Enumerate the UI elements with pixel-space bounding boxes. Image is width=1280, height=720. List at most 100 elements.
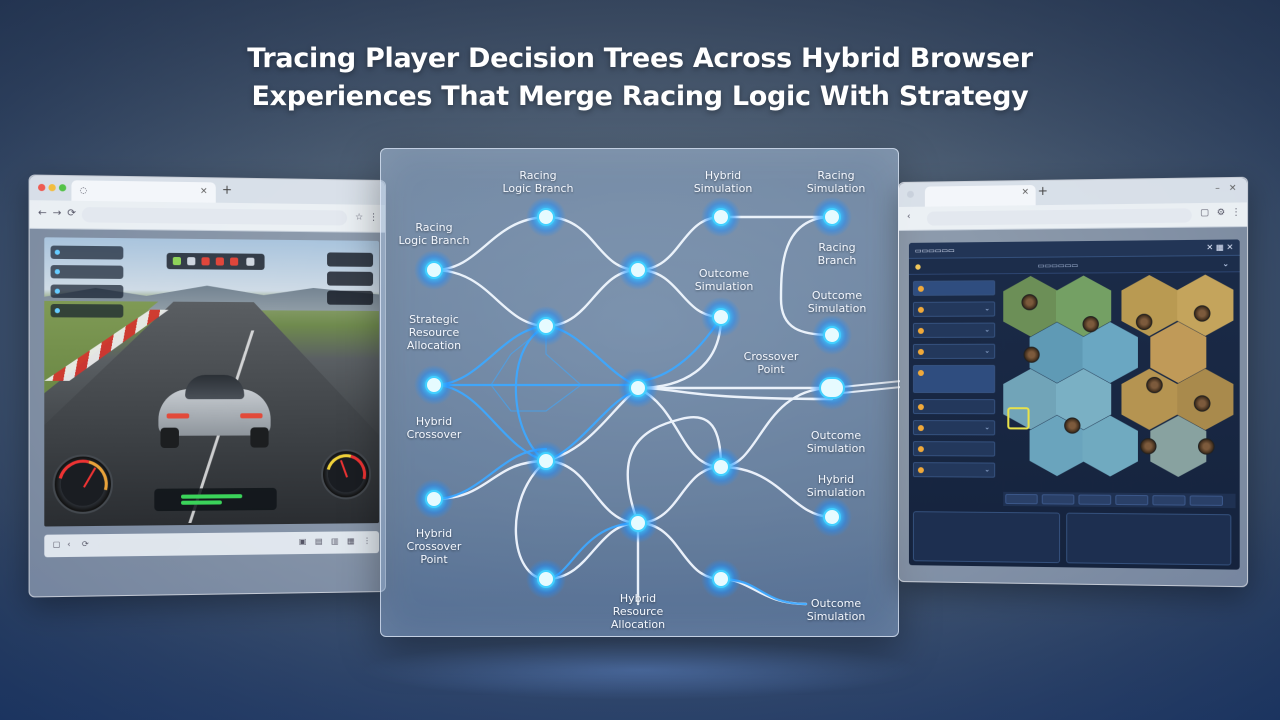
hud-tool-icon[interactable] [230,257,239,266]
tree-node[interactable] [414,365,454,405]
forward-icon[interactable]: → [52,207,62,220]
tree-node[interactable] [414,250,454,290]
back-icon[interactable]: ‹ [906,211,911,222]
tree-node[interactable] [812,197,852,237]
unit-token[interactable] [1021,294,1038,311]
close-window-icon[interactable]: × [1228,183,1237,194]
tree-node[interactable] [701,447,741,487]
browser-tab[interactable] [924,184,1036,207]
action-slot[interactable] [1041,494,1075,505]
action-slot[interactable] [1005,493,1038,505]
hud-side-item[interactable] [327,252,374,267]
selection-cursor[interactable] [1007,407,1030,430]
tree-node[interactable] [618,503,658,543]
new-tab-icon[interactable]: + [1037,183,1048,199]
new-tab-icon[interactable]: + [221,182,233,197]
tank-unit[interactable] [1064,417,1081,434]
action-slot[interactable] [1115,494,1149,506]
close-tab-icon[interactable]: × [199,186,208,197]
hud-tool-icon[interactable] [215,257,224,266]
unit-token[interactable] [1023,346,1040,363]
hud-side-item[interactable] [327,290,374,305]
tree-node[interactable] [701,297,741,337]
bookmark-icon[interactable]: ☆ [355,212,364,223]
tank-unit[interactable] [1193,305,1211,322]
hud-side-item[interactable] [327,271,374,286]
unit-token[interactable] [1140,437,1157,455]
hud-menu-item[interactable] [50,303,124,318]
hex-battle-map[interactable] [1003,274,1235,489]
tree-node[interactable] [701,559,741,599]
grid-icon[interactable]: ▦ [1215,242,1224,252]
chevron-down-icon[interactable]: ⌄ [1222,259,1230,269]
tree-node[interactable] [526,197,566,237]
decision-card[interactable] [1066,512,1232,566]
hud-menu-item[interactable] [50,245,124,260]
hud-tool-icon[interactable] [187,257,196,266]
menu-icon[interactable]: ⋮ [369,212,379,223]
command-item[interactable]: ⌄ [912,301,996,317]
decision-cards [912,511,1236,566]
tab-icon[interactable]: ▢ [52,539,61,549]
tree-node[interactable] [618,250,658,290]
menu-icon[interactable]: ⋮ [363,536,372,546]
command-item[interactable]: ⌄ [912,420,996,436]
browser-tab[interactable]: ◌ × [71,180,216,203]
decision-card[interactable] [912,511,1061,564]
tank-unit[interactable] [1193,395,1211,412]
command-item[interactable] [912,280,996,296]
url-field[interactable] [81,207,348,226]
command-item-selected[interactable] [912,364,996,394]
maximize-window-icon[interactable] [58,184,67,192]
tree-node[interactable] [526,441,566,481]
tree-node[interactable] [812,497,852,537]
tree-node[interactable] [526,306,566,346]
label-line: Crossover [743,350,799,363]
action-slot[interactable] [1152,495,1186,506]
hud-menu-item[interactable] [50,265,124,279]
tree-node[interactable] [812,315,852,355]
crossover-node[interactable] [810,366,854,410]
unit-token[interactable] [1146,376,1163,394]
url-field[interactable] [926,208,1192,226]
action-slot[interactable] [1189,495,1223,506]
action-slot[interactable] [1078,494,1112,505]
download-icon[interactable]: ▤ [315,536,323,546]
command-item[interactable] [912,399,996,415]
menu-icon[interactable]: ⋮ [1231,207,1241,218]
tank-unit[interactable] [1197,438,1215,455]
hud-menu-item[interactable] [50,284,124,299]
share-icon[interactable]: ▣ [298,536,307,547]
command-item[interactable]: ⌄ [912,462,996,478]
reload-icon[interactable]: ⟳ [67,207,77,220]
back-icon[interactable]: ← [38,207,47,219]
window-control-icon[interactable] [906,190,914,198]
label-strategic-resource-allocation: Strategic Resource Allocation [407,313,461,352]
tree-node[interactable] [414,479,454,519]
minimize-window-icon[interactable]: – [1215,183,1220,194]
command-item[interactable] [912,441,996,457]
close-tab-icon[interactable]: × [1021,187,1030,198]
reload-icon[interactable]: ⟳ [81,539,89,549]
extension-icon[interactable]: ▦ [347,536,355,546]
close-icon[interactable]: ✕ [1226,242,1234,252]
tree-node[interactable] [526,559,566,599]
tree-node[interactable] [701,197,741,237]
command-item[interactable]: ⌄ [912,322,996,338]
hud-tool-icon[interactable] [246,257,255,266]
url-field[interactable] [98,538,182,552]
minimize-window-icon[interactable] [48,184,56,192]
bookmark-icon[interactable]: ▢ [1200,208,1209,219]
hud-tool-icon[interactable] [201,257,210,266]
notification-icon[interactable]: ✕ [1206,242,1214,253]
unit-token[interactable] [1135,313,1153,331]
back-icon[interactable]: ‹ [67,539,71,549]
tree-node[interactable] [618,368,658,408]
command-item[interactable]: ⌄ [912,343,996,359]
hud-tool-icon[interactable] [172,256,182,266]
tank-unit[interactable] [1082,316,1099,333]
extension-icon[interactable]: ⚙ [1216,207,1226,219]
racing-game-viewport[interactable] [44,237,380,527]
close-window-icon[interactable] [38,183,46,192]
settings-icon[interactable]: ▥ [331,536,339,546]
